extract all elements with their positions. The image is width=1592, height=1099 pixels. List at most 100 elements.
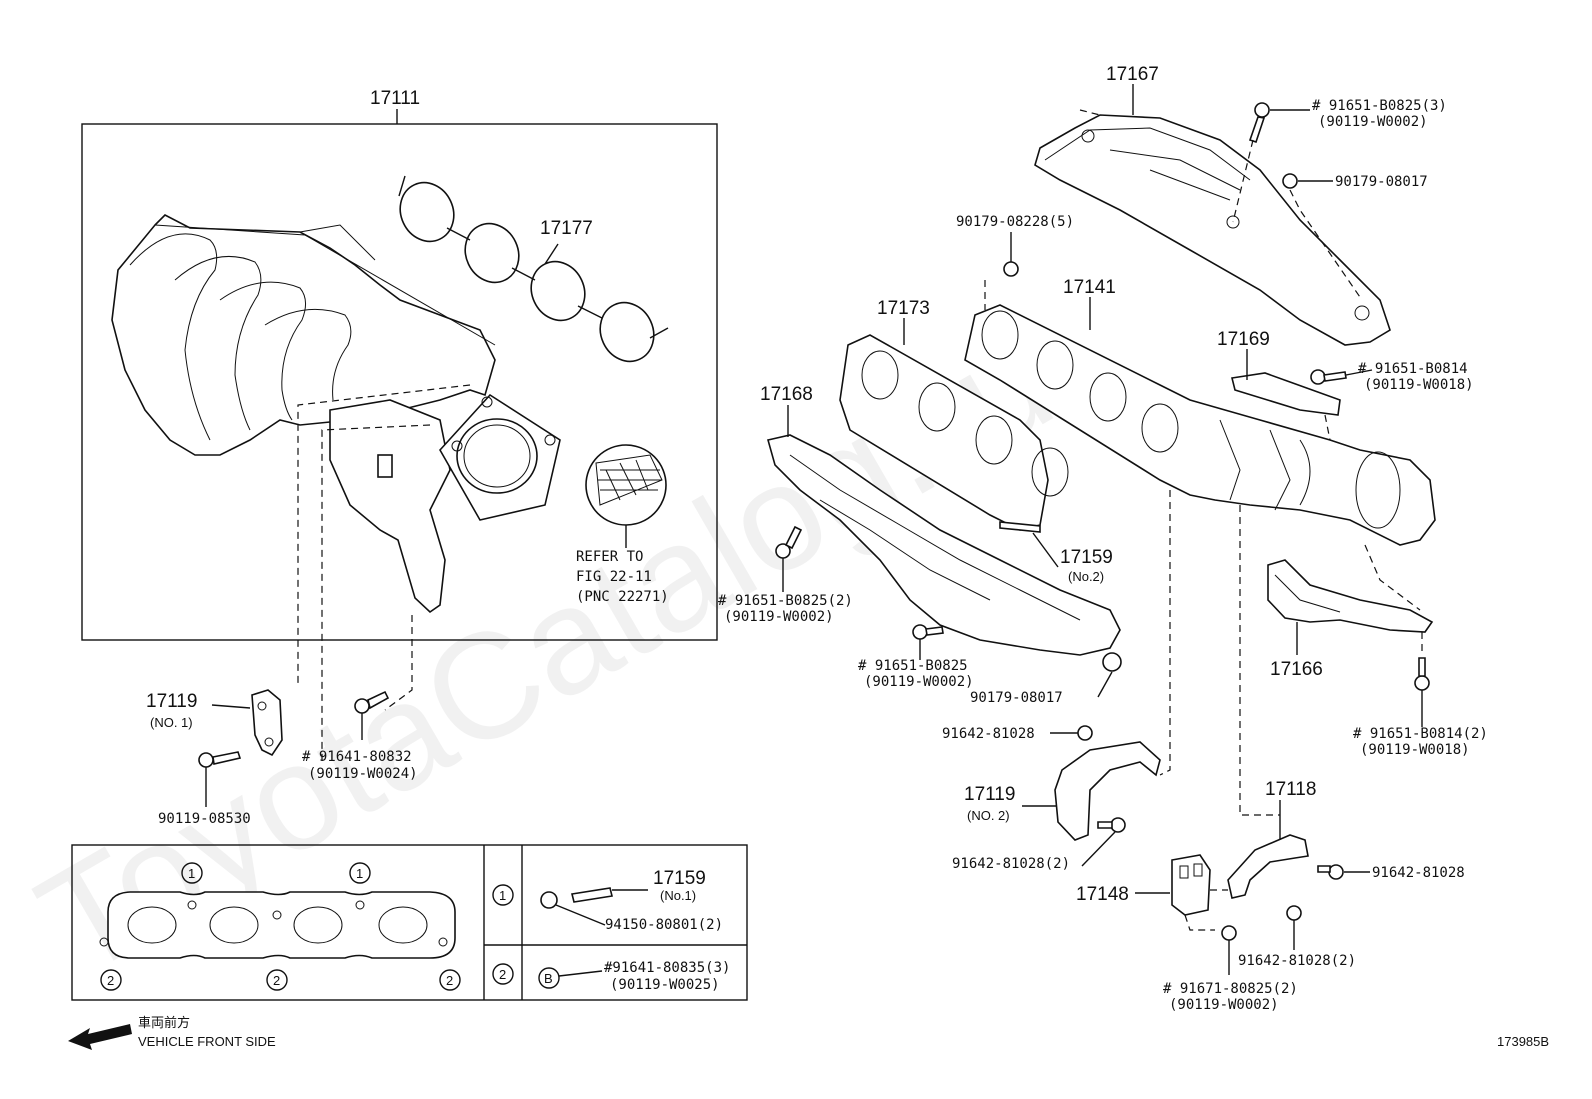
label-91671-80825: # 91671-80825(2) bbox=[1163, 981, 1298, 997]
outlet-flange bbox=[329, 393, 561, 614]
svg-text:2: 2 bbox=[273, 973, 280, 988]
label-91651-b0825-3-sub: (90119-W0002) bbox=[1318, 114, 1428, 130]
part-label-17177: 17177 bbox=[540, 218, 593, 239]
nut-90179-08228: 90179-08228(5) bbox=[956, 214, 1074, 310]
bolt-91671-80825: # 91671-80825(2) (90119-W0002) bbox=[1163, 925, 1298, 1013]
part-label-17141: 17141 bbox=[1063, 277, 1116, 298]
label-91651-b0814-sub: (90119-W0018) bbox=[1364, 377, 1474, 393]
bolt-91651-b0825-3: # 91651-B0825(3) (90119-W0002) bbox=[1232, 98, 1447, 223]
direction-jp: 車両前方 bbox=[138, 1015, 190, 1030]
manifold-body bbox=[111, 214, 496, 456]
marker-1-a: 1 bbox=[181, 862, 203, 884]
nut-90179-08017-top: 90179-08017 bbox=[1282, 173, 1428, 301]
label-91642-81028-2a: 91642-81028(2) bbox=[952, 856, 1070, 872]
part-sub-17119-no2: (NO. 2) bbox=[967, 808, 1010, 823]
part-sub-17159-no2: (No.2) bbox=[1068, 569, 1104, 584]
part-label-17148: 17148 bbox=[1076, 884, 1129, 905]
label-90179-08228: 90179-08228(5) bbox=[956, 214, 1074, 230]
refer-line-2: FIG 22-11 bbox=[576, 569, 652, 585]
bolt-91651-b0814-2: # 91651-B0814(2) (90119-W0018) bbox=[1353, 657, 1488, 758]
legend-nut-94150-80801: 94150-80801(2) bbox=[605, 917, 723, 933]
part-label-17167: 17167 bbox=[1106, 64, 1159, 85]
label-91642-81028-b: 91642-81028 bbox=[1372, 865, 1465, 881]
label-91651-b0825-sub: (90119-W0002) bbox=[864, 674, 974, 690]
marker-2-c: 2 bbox=[439, 969, 461, 991]
label-91641-80832-sub: (90119-W0024) bbox=[308, 766, 418, 782]
svg-text:B: B bbox=[544, 971, 553, 986]
part-sub-17119-no1: (NO. 1) bbox=[150, 715, 193, 730]
bolt-90119-08530: 90119-08530 bbox=[158, 751, 251, 827]
bolt-91642-81028-2a: 91642-81028(2) bbox=[952, 817, 1126, 872]
bolt-91642-81028-b: 91642-81028 bbox=[1317, 864, 1465, 881]
label-91641-80832: # 91641-80832 bbox=[302, 749, 412, 765]
svg-text:2: 2 bbox=[446, 973, 453, 988]
label-91671-80825-sub: (90119-W0002) bbox=[1169, 997, 1279, 1013]
bolt-91651-b0814: # 91651-B0814 (90119-W0018) bbox=[1310, 361, 1474, 393]
part-label-17119-no2: 17119 bbox=[964, 784, 1015, 805]
gasket-17173: 17173 bbox=[839, 298, 1069, 531]
bracket-17119-no1: 17119 (NO. 1) bbox=[146, 689, 283, 757]
refer-catalyst-screen: REFER TO FIG 22-11 (PNC 22271) bbox=[576, 444, 669, 605]
refer-line-1: REFER TO bbox=[576, 549, 643, 565]
label-90179-08017-top: 90179-08017 bbox=[1335, 174, 1428, 190]
legend-table: 1 1 2 2 2 1 17159 (No.1) 94150-80801(2) … bbox=[71, 844, 748, 1001]
label-91651-b0825-2: # 91651-B0825(2) bbox=[718, 593, 853, 609]
svg-text:2: 2 bbox=[499, 967, 506, 982]
svg-text:1: 1 bbox=[188, 866, 195, 881]
legend-bolt-91641-80835: #91641-80835(3) bbox=[604, 960, 730, 976]
bolt-91651-b0825: # 91651-B0825 (90119-W0002) bbox=[858, 624, 974, 690]
arrow-left-icon bbox=[68, 1024, 132, 1050]
figure-id: 173985B bbox=[1497, 1034, 1549, 1049]
heat-insulator-17166: 17166 bbox=[1267, 559, 1434, 680]
svg-text:1: 1 bbox=[356, 866, 363, 881]
exhaust-manifold-17141: 17141 bbox=[964, 277, 1436, 816]
label-91651-b0825: # 91651-B0825 bbox=[858, 658, 968, 674]
direction-en: VEHICLE FRONT SIDE bbox=[138, 1034, 276, 1049]
part-label-17159-no2: 17159 bbox=[1060, 547, 1113, 568]
bracket-17118: 17118 bbox=[1227, 779, 1316, 899]
bolt-91642-81028-a: 91642-81028 bbox=[942, 725, 1093, 742]
group-17111-box bbox=[81, 123, 718, 641]
bolt-91641-80832: # 91641-80832 (90119-W0024) bbox=[302, 690, 418, 782]
gasket-17177: 17177 bbox=[398, 175, 669, 363]
label-90119-08530: 90119-08530 bbox=[158, 811, 251, 827]
part-label-17166: 17166 bbox=[1270, 659, 1323, 680]
label-91651-b0814-2: # 91651-B0814(2) bbox=[1353, 726, 1488, 742]
part-label-17111: 17111 bbox=[370, 88, 420, 109]
label-91651-b0825-2-sub: (90119-W0002) bbox=[724, 609, 834, 625]
vehicle-front-direction: 車両前方 VEHICLE FRONT SIDE bbox=[68, 1015, 276, 1050]
part-label-17169: 17169 bbox=[1217, 329, 1270, 350]
label-91651-b0814-2-sub: (90119-W0018) bbox=[1360, 742, 1470, 758]
legend-row-1: 1 17159 (No.1) 94150-80801(2) bbox=[492, 868, 723, 933]
heat-insulator-17168: 17168 bbox=[760, 384, 1121, 656]
legend-bolt-91641-80835-sub: (90119-W0025) bbox=[610, 977, 720, 993]
part-label-17168: 17168 bbox=[760, 384, 813, 405]
legend-row-2: 2 B #91641-80835(3) (90119-W0025) bbox=[492, 960, 730, 993]
bolt-91651-b0825-2: # 91651-B0825(2) (90119-W0002) bbox=[718, 525, 853, 625]
marker-2-a: 2 bbox=[100, 969, 122, 991]
nut-90179-08017: 90179-08017 bbox=[970, 652, 1122, 706]
stud-17159-no2: 17159 (No.2) bbox=[999, 521, 1113, 584]
heat-insulator-17167: 17167 bbox=[1034, 64, 1391, 346]
refer-line-3: (PNC 22271) bbox=[576, 589, 669, 605]
label-91642-81028-2b: 91642-81028(2) bbox=[1238, 953, 1356, 969]
marker-2-b: 2 bbox=[266, 969, 288, 991]
svg-text:1: 1 bbox=[499, 888, 506, 903]
label-90179-08017: 90179-08017 bbox=[970, 690, 1063, 706]
legend-part-17159-no1: 17159 bbox=[653, 868, 706, 889]
manifold-17111-group: 17111 bbox=[81, 88, 718, 760]
label-91651-b0814: # 91651-B0814 bbox=[1358, 361, 1468, 377]
label-91651-b0825-3: # 91651-B0825(3) bbox=[1312, 98, 1447, 114]
part-label-17119-no1: 17119 bbox=[146, 691, 197, 712]
label-91642-81028-a: 91642-81028 bbox=[942, 726, 1035, 742]
bracket-17119-no2: 17119 (NO. 2) bbox=[964, 741, 1161, 841]
part-label-17118: 17118 bbox=[1265, 779, 1316, 800]
plate-17148: 17148 bbox=[1076, 854, 1228, 931]
svg-text:2: 2 bbox=[107, 973, 114, 988]
legend-part-17159-no1-sub: (No.1) bbox=[660, 888, 696, 903]
bracket-17169: 17169 bbox=[1217, 329, 1341, 441]
part-label-17173: 17173 bbox=[877, 298, 930, 319]
bolt-91642-81028-2b: 91642-81028(2) bbox=[1238, 905, 1356, 969]
marker-1-b: 1 bbox=[349, 862, 371, 884]
